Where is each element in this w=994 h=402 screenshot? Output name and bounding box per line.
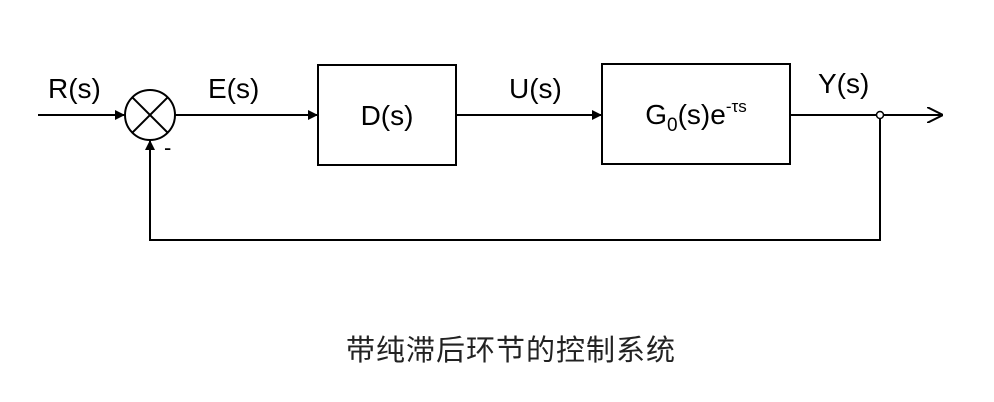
plant-block bbox=[601, 63, 791, 165]
feedback-path bbox=[145, 118, 881, 241]
error-label: E(s) bbox=[208, 73, 259, 104]
summing-junction bbox=[124, 89, 176, 141]
control-label: U(s) bbox=[509, 73, 562, 104]
takeoff-point bbox=[875, 110, 885, 120]
controller-label: D(s) bbox=[361, 100, 414, 131]
plant-superscript: -τs bbox=[726, 97, 747, 116]
plant-middle: (s)e bbox=[678, 99, 726, 130]
plant-base: G bbox=[645, 99, 667, 130]
plant-subscript: 0 bbox=[667, 115, 678, 136]
controller-block bbox=[317, 64, 457, 166]
diagram-caption: 带纯滞后环节的控制系统 bbox=[346, 333, 676, 367]
input-label: R(s) bbox=[48, 73, 101, 104]
plant-label: G0(s)e-τs bbox=[645, 97, 746, 136]
output-label: Y(s) bbox=[818, 68, 869, 99]
feedback-sign: - bbox=[164, 135, 171, 160]
